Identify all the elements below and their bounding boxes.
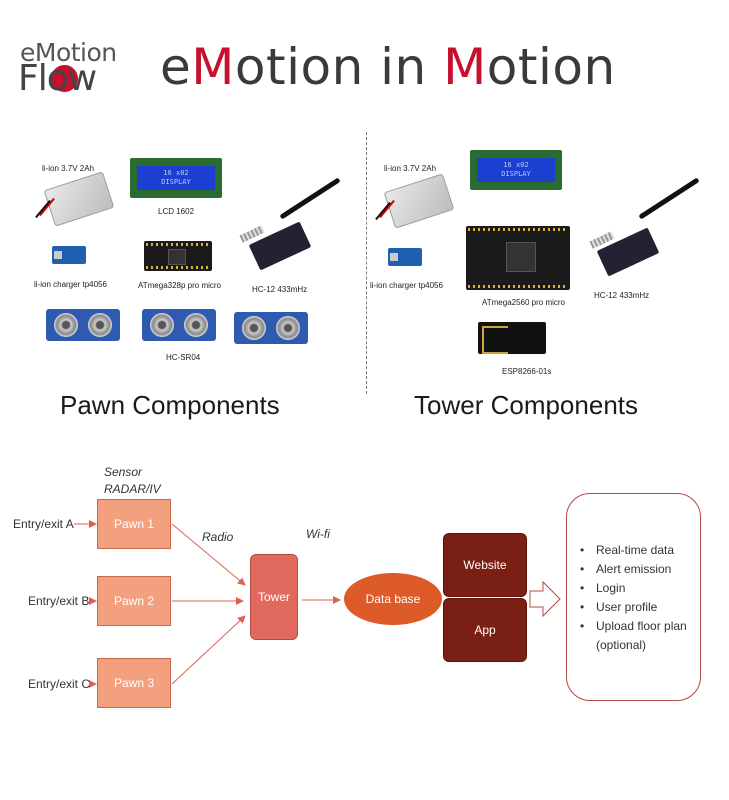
website-node: Website bbox=[443, 533, 527, 597]
page-title: eMotion in Motion bbox=[160, 38, 616, 96]
pawn-sensor-image-3 bbox=[234, 312, 308, 344]
sensor-type-label: RADAR/IV bbox=[104, 482, 161, 496]
logo-red-dot bbox=[51, 65, 78, 92]
pawn-sensor-image-2 bbox=[142, 309, 216, 341]
tower-radio-label: HC-12 433mHz bbox=[594, 291, 650, 300]
pawn-components-heading: Pawn Components bbox=[60, 390, 280, 420]
feature-item: Alert emission bbox=[578, 560, 696, 579]
feature-item: Upload floor plan (optional) bbox=[578, 617, 696, 655]
pawn-mcu-image bbox=[144, 241, 212, 271]
features-panel bbox=[566, 493, 701, 701]
tower-node: Tower bbox=[250, 554, 298, 640]
tower-mcu-label: ATmega2560 pro micro bbox=[482, 298, 565, 307]
feature-item: User profile bbox=[578, 598, 696, 617]
arrow-pawn3-tower bbox=[171, 615, 246, 685]
pawn-2-node: Pawn 2 bbox=[97, 576, 171, 626]
entry-c-label: Entry/exit C bbox=[28, 677, 91, 691]
entry-a-label: Entry/exit A bbox=[13, 517, 74, 531]
pawn-charger-image bbox=[52, 246, 86, 264]
logo-line1: eMotion bbox=[20, 38, 117, 67]
logo-text-top: eMotion bbox=[20, 38, 117, 67]
tower-mcu-image bbox=[466, 226, 570, 290]
sensor-label: Sensor bbox=[104, 465, 143, 479]
tower-wifi-image bbox=[478, 322, 546, 354]
entry-b-label: Entry/exit B bbox=[28, 594, 90, 608]
database-node: Data base bbox=[344, 573, 442, 625]
section-divider bbox=[366, 132, 367, 394]
features-list: Real-time data Alert emission Login User… bbox=[578, 541, 696, 655]
pawn-lcd-label: LCD 1602 bbox=[158, 207, 195, 216]
tower-charger-image bbox=[388, 248, 422, 266]
pawn-mcu-label: ATmega328p pro micro bbox=[138, 281, 221, 290]
arrow-services-features bbox=[529, 580, 561, 618]
feature-item: Real-time data bbox=[578, 541, 696, 560]
tower-components-heading: Tower Components bbox=[414, 390, 638, 420]
tower-battery-label: li-ion 3.7V 2Ah bbox=[384, 164, 437, 173]
logo-line2: Flow bbox=[18, 58, 97, 99]
pawn-battery-label: li-ion 3.7V 2Ah bbox=[42, 164, 95, 173]
arrow-pawn1-tower bbox=[171, 523, 246, 586]
wifi-label: Wi-fi bbox=[306, 527, 330, 541]
pawn-sensor-label: HC-SR04 bbox=[166, 353, 201, 362]
pawn-sensor-image-1 bbox=[46, 309, 120, 341]
pawn-charger-label: li-ion charger tp4056 bbox=[34, 280, 107, 289]
tower-wifi-label: ESP8266-01s bbox=[502, 367, 552, 376]
logo-text-bottom: Flow bbox=[18, 58, 97, 99]
radio-label: Radio bbox=[202, 530, 234, 544]
feature-item: Login bbox=[578, 579, 696, 598]
pawn-radio-label: HC-12 433mHz bbox=[252, 285, 308, 294]
app-node: App bbox=[443, 598, 527, 662]
tower-charger-label: li-ion charger tp4056 bbox=[370, 281, 443, 290]
pawn-3-node: Pawn 3 bbox=[97, 658, 171, 708]
pawn-1-node: Pawn 1 bbox=[97, 499, 171, 549]
